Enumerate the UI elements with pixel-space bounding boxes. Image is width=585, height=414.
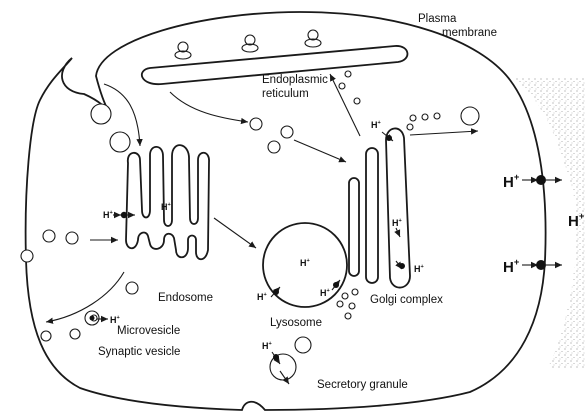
label-lysosome: Lysosome [270, 317, 322, 329]
proton-label: H+ [320, 288, 331, 298]
proton-label: H+ [103, 210, 114, 220]
secretory-vesicle [295, 337, 311, 353]
proton-label: H+ [503, 172, 520, 191]
proton-label: H+ [371, 120, 382, 130]
proton-label: H+ [110, 315, 121, 325]
label-endoplasmic-reticulum-2: reticulum [262, 88, 309, 100]
proton-label: H+ [257, 292, 268, 302]
label-endosome: Endosome [158, 292, 213, 304]
label-synaptic-vesicle: Synaptic vesicle [98, 346, 180, 358]
proton-label: H+ [503, 257, 520, 276]
label-plasma-membrane: Plasma [418, 13, 457, 25]
label-microvesicle: Microvesicle [117, 325, 180, 337]
label-golgi-complex: Golgi complex [370, 294, 443, 306]
proton-label: H+ [262, 341, 273, 351]
proton-label: H+ [300, 258, 311, 268]
label-endoplasmic-reticulum: Endoplasmic [262, 74, 328, 86]
vesicles-endocytic [91, 104, 130, 152]
label-secretory-granule: Secretory granule [317, 379, 408, 391]
label-plasma-membrane-2: membrane [442, 27, 497, 39]
proton-label: H+ [161, 202, 172, 212]
proton-label: H+ [414, 264, 425, 274]
proton-label: H+ [392, 218, 403, 228]
